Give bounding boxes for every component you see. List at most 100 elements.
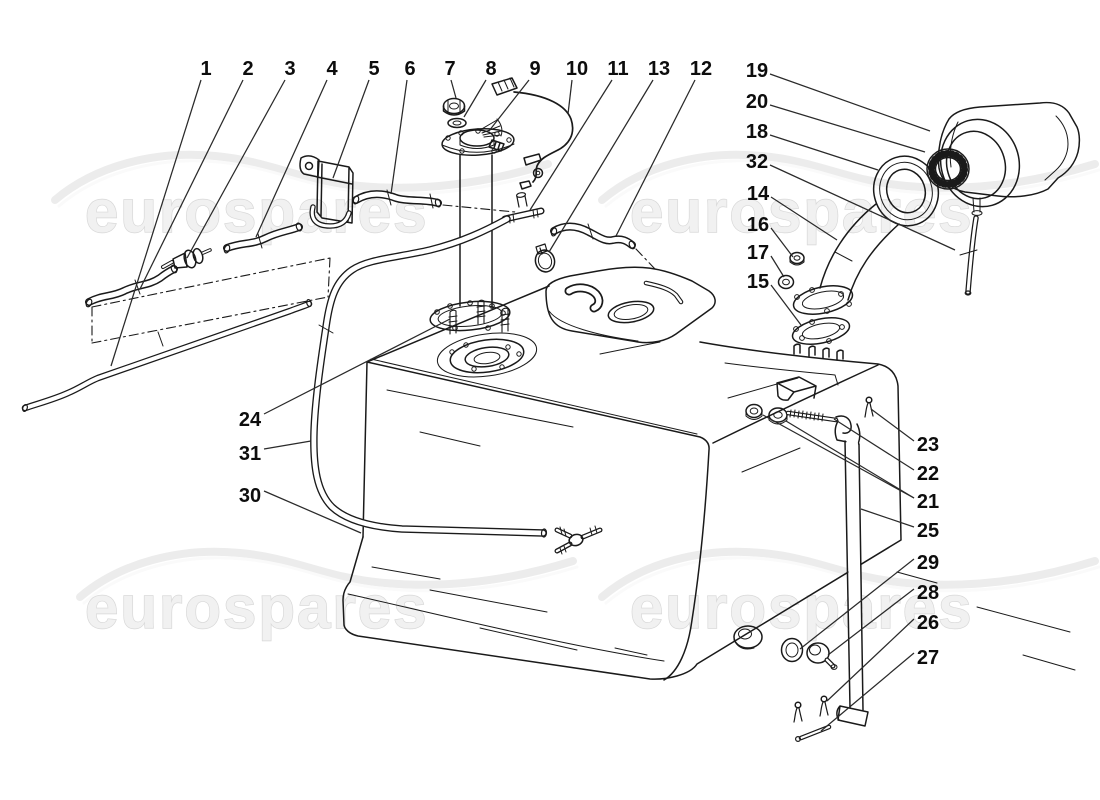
drain-plug [806, 642, 838, 670]
leader-line-24 [263, 318, 451, 415]
callout-label-22: 22 [917, 463, 939, 485]
leader-line-17 [770, 255, 785, 278]
callout-label-12: 12 [690, 58, 712, 80]
leader-line-27 [820, 652, 915, 732]
mounting-stud [476, 299, 486, 325]
harness-connector [491, 77, 518, 96]
surface-accent-lines [371, 341, 1076, 671]
watermark-layer: eurospares eurospares eurospares eurospa… [55, 155, 1100, 642]
sender-bottom-flange [429, 300, 511, 332]
leader-line-13 [548, 79, 654, 253]
callout-label-6: 6 [404, 58, 415, 80]
callout-label-26: 26 [917, 612, 939, 634]
leader-line-8 [463, 79, 487, 118]
leader-line-4 [255, 79, 328, 238]
leader-line-1 [110, 79, 202, 367]
leader-line-28 [827, 588, 915, 656]
leader-line-30 [263, 490, 362, 534]
callout-label-23: 23 [917, 434, 939, 456]
watermark-text: eurospares [630, 574, 974, 641]
split-pin [793, 701, 803, 723]
callout-label-7: 7 [444, 58, 455, 80]
u-pipe [309, 204, 352, 229]
split-pin [864, 396, 874, 418]
leader-line-3 [186, 79, 286, 259]
callout-label-1: 1 [200, 58, 211, 80]
sender-terminal [488, 139, 505, 152]
vent-hose [550, 222, 656, 270]
callout-label-3: 3 [284, 58, 295, 80]
leader-line-25 [860, 508, 915, 528]
sender-top-flange [441, 128, 515, 156]
fuel-tank-top-right-edge [712, 364, 879, 444]
sender-wiring-harness [491, 77, 574, 190]
callout-label-18: 18 [746, 121, 768, 143]
harness-spade-terminal [523, 153, 542, 166]
tank-fixing-hardware [745, 376, 874, 742]
watermark-text: eurospares [85, 178, 429, 245]
callout-label-20: 20 [746, 91, 768, 113]
leader-line-15 [770, 284, 802, 326]
sender-tube [459, 154, 493, 309]
leader-line-19 [769, 73, 931, 132]
callout-label-5: 5 [368, 58, 379, 80]
phantom-box [91, 257, 331, 344]
mounting-bracket [776, 376, 817, 401]
leader-line-29 [799, 558, 915, 650]
filler-gasket-ring [872, 155, 940, 227]
leader-line-12 [615, 79, 696, 237]
sender-nut [442, 97, 466, 116]
watermark-text: eurospares [85, 574, 429, 641]
rigid-fuel-pipe [21, 298, 313, 412]
leader-line-10 [567, 79, 573, 115]
callout-label-11: 11 [607, 58, 628, 80]
leader-line-23 [870, 408, 915, 442]
leader-line-6 [390, 79, 408, 195]
drain-boss [733, 625, 763, 650]
valve-bracket [299, 155, 354, 224]
rod-hook [835, 415, 852, 434]
strap-bottom-hook [836, 705, 869, 727]
filler-cap-ring [926, 148, 970, 190]
callout-label-28: 28 [917, 582, 939, 604]
callout-label-25: 25 [917, 520, 939, 542]
fuel-filler-assembly [777, 101, 1081, 345]
tank-strap [844, 440, 864, 711]
callout-label-15: 15 [747, 271, 769, 293]
barbed-fitting [554, 525, 603, 555]
callout-label-4: 4 [326, 58, 338, 80]
callout-label-21: 21 [917, 491, 939, 513]
callout-label-16: 16 [747, 214, 769, 236]
leader-line-18 [769, 134, 879, 171]
drain-tube [959, 197, 983, 296]
leader-line-20 [769, 104, 926, 153]
leader-line-22 [833, 418, 915, 471]
callout-label-27: 27 [917, 647, 939, 669]
filler-recess-box [545, 266, 716, 344]
callout-label-30: 30 [239, 485, 261, 507]
callout-label-29: 29 [917, 552, 939, 574]
harness-ring-terminal [532, 167, 544, 179]
callout-label-2: 2 [242, 58, 253, 80]
grommet [780, 637, 804, 663]
leader-line-26 [826, 618, 915, 702]
flange-nut [789, 251, 805, 266]
leader-line-11 [529, 79, 613, 211]
callout-label-24: 24 [239, 409, 262, 431]
flange-washer [777, 274, 795, 290]
leader-line-32 [769, 164, 956, 251]
sender-washer [447, 117, 467, 129]
fixing-nut [745, 403, 763, 420]
line-art-layer [21, 77, 1081, 742]
leader-line-7 [450, 79, 457, 99]
fuel-hoses-left [85, 155, 516, 344]
leader-line-21 [762, 414, 915, 499]
callout-label-31: 31 [239, 443, 261, 465]
filler-funnel [939, 118, 1021, 208]
leader-line-9 [488, 79, 530, 132]
callout-label-10: 10 [566, 58, 588, 80]
hose-clamp [534, 243, 556, 273]
